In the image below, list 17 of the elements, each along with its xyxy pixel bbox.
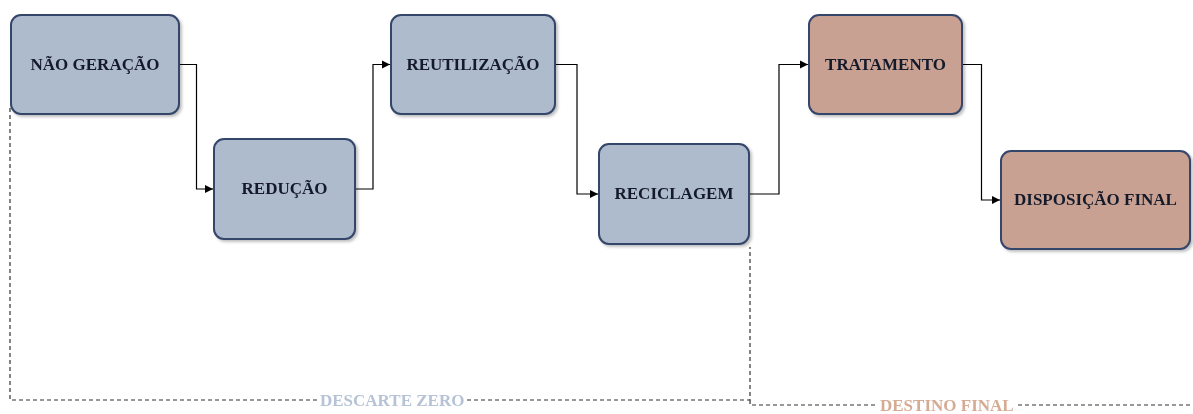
box-label: REDUÇÃO <box>241 179 328 199</box>
process-box <box>1000 150 1191 250</box>
box-label: REUTILIZAÇÃO <box>406 54 540 75</box>
process-box <box>390 14 556 115</box>
box-label: NÃO GERAÇÃO <box>30 54 160 75</box>
elbow-arrow <box>179 63 214 194</box>
process-box <box>10 14 180 115</box>
elbow-arrow <box>555 63 599 199</box>
process-box <box>808 14 963 115</box>
elbow-arrow <box>962 63 1001 205</box>
process-box <box>213 138 356 240</box>
elbow-arrow <box>749 60 809 195</box>
box-label: TRATAMENTO <box>825 54 946 75</box>
process-box <box>598 143 750 245</box>
box-label: RECICLAGEM <box>614 184 734 204</box>
elbow-arrow <box>355 60 391 190</box>
box-label: DISPOSIÇÃO FINAL <box>1014 190 1177 210</box>
